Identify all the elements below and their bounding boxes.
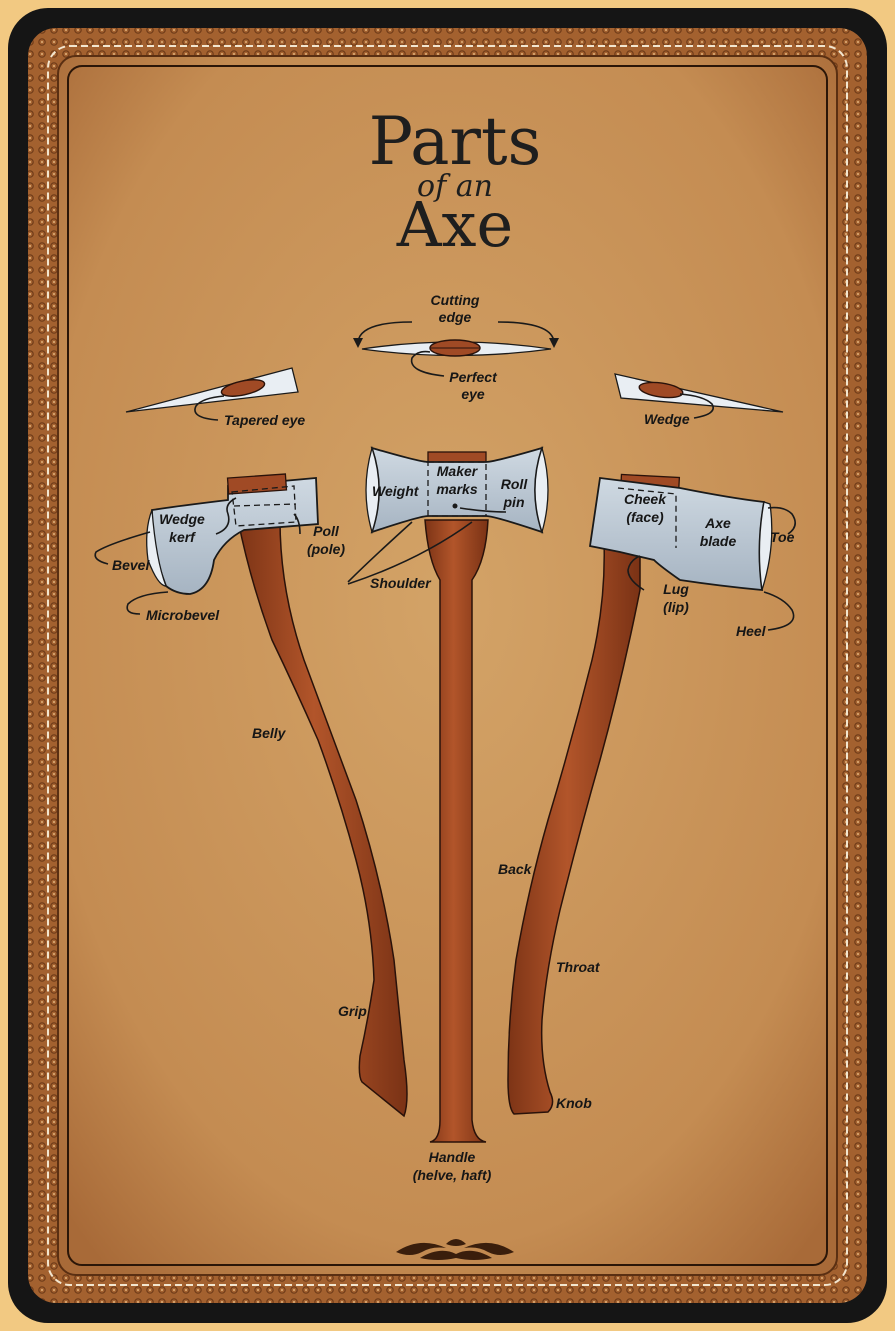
- label-belly: Belly: [252, 725, 287, 741]
- label-wedge: Wedge: [644, 411, 690, 427]
- label-weight: Weight: [372, 483, 420, 499]
- label-bevel: Bevel: [112, 557, 150, 573]
- label-wedge-kerf: Wedge: [159, 511, 205, 527]
- label-roll-pin-2: pin: [503, 494, 525, 510]
- label-cheek: Cheek: [624, 491, 667, 507]
- label-roll-pin: Roll: [501, 476, 529, 492]
- label-poll: Poll: [313, 523, 340, 539]
- title-axe: Axe: [396, 188, 513, 261]
- label-maker-marks-2: marks: [436, 481, 477, 497]
- label-perfect-eye-2: eye: [461, 386, 485, 402]
- label-handle: Handle: [429, 1149, 476, 1165]
- label-wedge-kerf-2: kerf: [169, 529, 196, 545]
- label-back: Back: [498, 861, 533, 877]
- label-cheek-2: (face): [626, 509, 664, 525]
- label-cutting-edge-2: edge: [439, 309, 472, 325]
- label-toe: Toe: [770, 529, 795, 545]
- label-lug-2: (lip): [663, 599, 689, 615]
- label-shoulder: Shoulder: [370, 575, 432, 591]
- label-throat: Throat: [556, 959, 601, 975]
- label-cutting-edge: Cutting: [431, 292, 480, 308]
- label-lug: Lug: [663, 581, 689, 597]
- label-knob: Knob: [556, 1095, 592, 1111]
- label-maker-marks: Maker: [437, 463, 479, 479]
- label-tapered-eye: Tapered eye: [224, 412, 305, 428]
- label-handle-2: (helve, haft): [413, 1167, 492, 1183]
- label-perfect-eye: Perfect: [449, 369, 498, 385]
- label-poll-2: (pole): [307, 541, 345, 557]
- label-microbevel: Microbevel: [146, 607, 220, 623]
- label-grip: Grip: [338, 1003, 367, 1019]
- label-axe-blade-2: blade: [700, 533, 737, 549]
- label-axe-blade: Axe: [704, 515, 731, 531]
- label-heel: Heel: [736, 623, 767, 639]
